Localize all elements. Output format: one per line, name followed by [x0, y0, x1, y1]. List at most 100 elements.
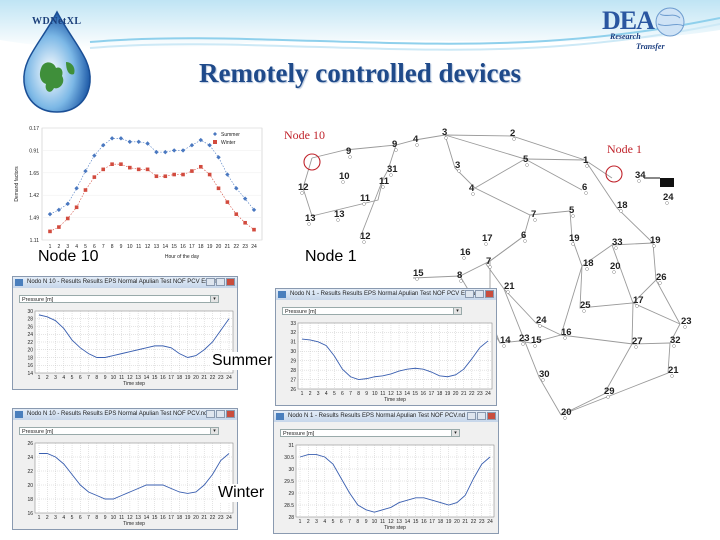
- y-tick-label: 18: [27, 497, 33, 503]
- network-node-label: 17: [482, 233, 493, 244]
- minimize-button[interactable]: [206, 278, 215, 286]
- x-tick-label: 9: [104, 515, 107, 521]
- x-tick-label: 3: [54, 515, 57, 521]
- summer-point: [171, 148, 177, 153]
- summer-point: [109, 136, 115, 141]
- summer-point: [47, 211, 53, 217]
- summer-point: [92, 153, 97, 158]
- x-axis-label: Time step: [384, 397, 406, 403]
- maximize-button[interactable]: [216, 278, 225, 286]
- winter-point: [163, 174, 168, 179]
- window-title-bar[interactable]: Nodo N 10 - Results Results EPS Normal A…: [13, 277, 237, 288]
- x-tick-label: 24: [485, 391, 491, 397]
- x-tick-label: 1: [301, 391, 304, 397]
- x-tick-label: 15: [171, 244, 177, 250]
- x-tick-label: 6: [79, 375, 82, 381]
- y-tick-label: 28.5: [284, 503, 294, 509]
- network-node: [394, 148, 398, 152]
- network-node: [415, 277, 419, 281]
- chevron-down-icon[interactable]: ▾: [453, 308, 461, 314]
- slide-title: Remotely controlled devices: [199, 58, 521, 88]
- network-label-node1: Node 1: [607, 142, 642, 156]
- y-tick-label: 0.91: [29, 148, 39, 154]
- network-node-label: 23: [681, 316, 692, 327]
- network-node: [512, 137, 516, 141]
- pressure-window-node10-summer[interactable]: Nodo N 10 - Results Results EPS Normal A…: [12, 276, 238, 390]
- x-tick-label: 4: [323, 519, 326, 525]
- pressure-window-node1-summer[interactable]: Nodo N 1 - Results Results EPS Normal Ap…: [275, 288, 497, 406]
- logo-left-text: WDNetXL: [32, 16, 82, 27]
- x-tick-label: 8: [95, 515, 98, 521]
- x-tick-label: 2: [46, 375, 49, 381]
- variable-select-value: Pressure [m]: [22, 297, 54, 303]
- network-node: [584, 191, 588, 195]
- minimize-button[interactable]: [465, 290, 474, 298]
- winter-point: [74, 205, 79, 210]
- chevron-down-icon[interactable]: ▾: [210, 296, 218, 302]
- pressure-window-node10-winter[interactable]: Nodo N 10 - Results Results EPS Normal A…: [12, 408, 238, 530]
- winter-point: [154, 174, 159, 179]
- summer-point: [118, 136, 124, 141]
- x-tick-label: 5: [71, 375, 74, 381]
- maximize-button[interactable]: [216, 410, 225, 418]
- network-node-label: 10: [339, 171, 350, 182]
- summer-point: [101, 143, 106, 148]
- winter-point: [119, 162, 123, 166]
- network-node-label: 3: [455, 160, 460, 171]
- variable-select-value: Pressure [m]: [22, 429, 54, 435]
- x-tick-label: 8: [356, 519, 359, 525]
- variable-select[interactable]: Pressure [m]▾: [282, 307, 462, 315]
- x-tick-label: 21: [201, 375, 207, 381]
- close-button[interactable]: [226, 410, 235, 418]
- x-tick-label: 19: [445, 391, 451, 397]
- pressure-window-node1-winter[interactable]: Nodo N 1 - Results Results EPS Normal Ap…: [273, 410, 499, 534]
- summer-point: [189, 143, 195, 148]
- network-node: [670, 374, 674, 378]
- minimize-button[interactable]: [467, 412, 476, 420]
- summer-point: [154, 149, 159, 155]
- legend-winter-label: Winter: [221, 140, 236, 146]
- x-tick-label: 4: [75, 244, 78, 250]
- x-tick-label: 14: [405, 519, 411, 525]
- window-title-bar[interactable]: Nodo N 1 - Results Results EPS Normal Ap…: [274, 411, 498, 422]
- winter-point: [65, 216, 70, 221]
- network-node: [614, 246, 618, 250]
- winter-point: [110, 162, 114, 166]
- y-tick-label: 1.42: [29, 193, 39, 199]
- minimize-button[interactable]: [206, 410, 215, 418]
- x-tick-label: 5: [71, 515, 74, 521]
- network-node-label: 6: [521, 230, 526, 241]
- close-button[interactable]: [487, 412, 496, 420]
- network-node-label: 34: [635, 170, 646, 181]
- maximize-button[interactable]: [475, 290, 484, 298]
- variable-select[interactable]: Pressure [m] ▾: [19, 427, 219, 435]
- chevron-down-icon[interactable]: ▾: [451, 430, 459, 436]
- pressure-series-line: [299, 454, 491, 513]
- network-node-label: 15: [413, 268, 424, 279]
- y-tick-label: 28: [288, 515, 294, 521]
- network-node-label: 18: [583, 258, 594, 269]
- window-title-bar[interactable]: Nodo N 10 - Results Results EPS Normal A…: [13, 409, 237, 420]
- x-tick-label: 13: [396, 519, 402, 525]
- x-tick-label: 20: [193, 515, 199, 521]
- x-tick-label: 13: [396, 391, 402, 397]
- network-node: [538, 324, 542, 328]
- close-button[interactable]: [226, 278, 235, 286]
- network-node-label: 16: [460, 247, 471, 258]
- variable-select[interactable]: Pressure [m] ▾: [19, 295, 219, 303]
- chevron-down-icon[interactable]: ▾: [210, 428, 218, 434]
- variable-select[interactable]: Pressure [m]▾: [280, 429, 460, 437]
- network-node: [389, 173, 393, 177]
- summer-point: [74, 186, 79, 191]
- close-button[interactable]: [485, 290, 494, 298]
- window-title-bar[interactable]: Nodo N 1 - Results Results EPS Normal Ap…: [276, 289, 496, 300]
- x-tick-label: 20: [454, 519, 460, 525]
- maximize-button[interactable]: [477, 412, 486, 420]
- network-node-label: 13: [334, 209, 345, 220]
- network-node: [637, 179, 641, 183]
- app-icon: [278, 291, 286, 298]
- summer-point: [207, 143, 212, 148]
- network-node: [652, 244, 656, 248]
